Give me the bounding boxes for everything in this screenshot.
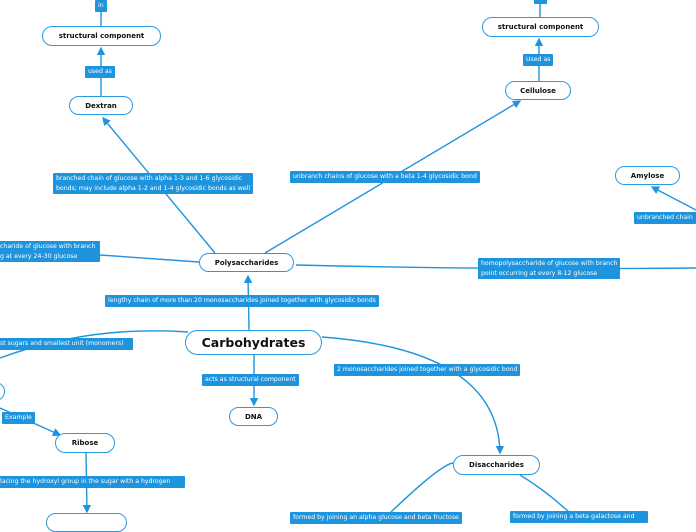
label-line: bonds; may include alpha 1-2 and 1-4 gly… — [56, 184, 251, 192]
label-replacing-hydroxyl: lacing the hydroxyl group in the sugar w… — [0, 476, 185, 488]
label-used-as-right: Used as — [523, 54, 554, 66]
node-dna[interactable]: DNA — [229, 407, 278, 426]
label-unbranched-chain: unbranched chain — [634, 212, 696, 224]
label-line: g at every 24-30 glucose — [0, 252, 78, 260]
label-top-right-partial — [534, 0, 547, 4]
node-structural-component-left[interactable]: structural component — [42, 26, 161, 46]
label-monomers: st sugars and smallest unit (monomers) — [0, 338, 133, 350]
label-acts-as: acts as structural component — [202, 374, 299, 386]
label-homopolysaccharide-right: homopolysaccharide of glucose with branc… — [478, 258, 621, 279]
node-carbohydrates[interactable]: Carbohydrates — [185, 330, 322, 355]
node-dextran[interactable]: Dextran — [69, 96, 133, 115]
label-branched-chain: branched chain of glucose with alpha 1-3… — [53, 173, 254, 194]
label-used-as-left: used as — [85, 66, 115, 78]
node-cellulose[interactable]: Cellulose — [505, 81, 571, 100]
label-lengthy-chain: lengthy chain of more than 20 monosaccha… — [105, 295, 379, 307]
label-unbranch-chains: unbranch chains of glucose with a beta 1… — [290, 171, 480, 183]
label-two-monosaccharides: 2 monosaccharides joined together with a… — [334, 364, 521, 376]
node-polysaccharides[interactable]: Polysaccharides — [199, 253, 294, 272]
label-line: point occurring at every 8-12 glucose — [481, 269, 598, 277]
label-alpha-glucose: formed by joining an alpha glucose and b… — [290, 512, 462, 524]
label-in: in — [95, 0, 107, 12]
label-example: Example — [2, 412, 35, 424]
label-line: homopolysaccharide of glucose with branc… — [481, 260, 618, 267]
label-homopolysaccharide-left: charide of glucose with branch g at ever… — [0, 241, 100, 262]
node-structural-component-right[interactable]: structural component — [482, 17, 599, 37]
node-disaccharides[interactable]: Disaccharides — [453, 455, 540, 475]
label-beta-galactose: formed by joining a beta galactose and — [510, 511, 648, 523]
node-amylose[interactable]: Amylose — [615, 166, 680, 185]
label-line: branched chain of glucose with alpha 1-3… — [56, 175, 243, 182]
node-ribose[interactable]: Ribose — [55, 433, 115, 453]
label-line: charide of glucose with branch — [0, 243, 96, 250]
node-partial-bottom[interactable] — [46, 513, 127, 532]
